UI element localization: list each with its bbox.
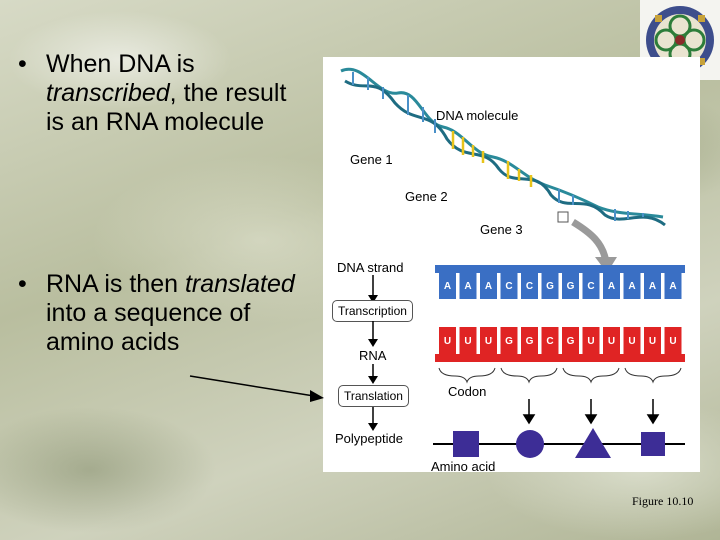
bullet-transcription: • When DNA is transcribed, the result is… (18, 50, 308, 137)
bullet-lead: When DNA is (46, 50, 195, 78)
rna-base (480, 327, 497, 355)
rna-base (500, 327, 518, 355)
dna-base-letter: C (587, 281, 594, 292)
translation-box: Translation (338, 385, 409, 407)
rna-base (603, 327, 620, 355)
bullet-emphasis: transcribed (46, 79, 170, 107)
dna-base-letter: A (464, 281, 471, 292)
amino-acid-label: Amino acid (431, 459, 496, 474)
rna-base (582, 327, 600, 355)
dna-molecule-label: DNA molecule (436, 108, 519, 123)
dna-base (500, 271, 518, 299)
dna-base (664, 271, 682, 299)
transcription-box: Transcription (332, 300, 413, 322)
rna-base-letter: U (608, 336, 615, 347)
amino-acid-circle (516, 430, 544, 458)
dna-strand-label: DNA strand (337, 260, 404, 275)
rna-base (459, 327, 477, 355)
dna-base (562, 271, 579, 299)
codon-brackets (438, 367, 682, 384)
flow-arrow-2 (368, 321, 378, 347)
dna-base-letter: A (669, 281, 676, 292)
rna-base-letter: U (669, 336, 676, 347)
flow-arrow-3 (368, 364, 378, 384)
bullet-glyph: • (18, 270, 27, 298)
gene3-label: Gene 3 (480, 222, 523, 237)
flow-arrow-4 (368, 407, 378, 431)
rna-base-letter: U (464, 336, 471, 347)
rna-base-letter: U (587, 336, 594, 347)
dna-base (582, 271, 600, 299)
dna-base-letter: G (567, 281, 575, 292)
rna-base (562, 327, 579, 355)
codon-to-amino-arrows (522, 399, 660, 425)
bullet-tail: , the result is an RNA molecule (46, 79, 287, 136)
pointer-arrow (189, 375, 324, 402)
dna-base (459, 271, 477, 299)
dna-base (439, 271, 456, 299)
dna-base-letter: A (649, 281, 656, 292)
polypeptide-label: Polypeptide (335, 431, 403, 446)
amino-acid-square (641, 432, 665, 456)
rna-base (439, 327, 456, 355)
dna-base-letter: C (505, 281, 512, 292)
dna-base-letter: G (546, 281, 554, 292)
dna-base-letter: A (485, 281, 492, 292)
dna-base-letter: A (444, 281, 451, 292)
dna-base (623, 271, 641, 299)
bullet-lead: RNA is then (46, 270, 179, 298)
dna-base (644, 271, 661, 299)
rna-base-letter: U (485, 336, 492, 347)
dna-base (480, 271, 497, 299)
dna-base (521, 271, 538, 299)
rna-base-letter: U (628, 336, 635, 347)
figure-caption: Figure 10.10 (632, 494, 694, 508)
gene2-label: Gene 2 (405, 189, 448, 204)
rna-label: RNA (359, 348, 387, 363)
rna-base (521, 327, 538, 355)
gene1-label: Gene 1 (350, 152, 393, 167)
flow-arrow-1 (368, 275, 378, 303)
amino-acid-triangle (575, 428, 611, 458)
polypeptide-chain (433, 428, 685, 458)
rna-base (644, 327, 661, 355)
rna-base-letter: C (546, 336, 553, 347)
rna-base-letter: G (526, 336, 534, 347)
rna-backbone (435, 354, 685, 362)
bullet-emphasis: translated (184, 270, 295, 298)
rna-base-letter: U (444, 336, 451, 347)
dna-base-letter: A (628, 281, 635, 292)
rna-base (541, 327, 559, 355)
rna-base (664, 327, 682, 355)
dna-backbone (435, 265, 685, 273)
dna-base-letter: A (608, 281, 615, 292)
rna-base (623, 327, 641, 355)
rna-base-letter: G (567, 336, 575, 347)
dna-base-letter: C (526, 281, 533, 292)
amino-acid-square (453, 431, 479, 457)
rna-base-letter: G (505, 336, 513, 347)
figure-panel: DNA molecule Gene 1 Gene 2 Gene 3 DNA st… (323, 57, 700, 474)
bullet-tail: into a sequence of amino acids (46, 299, 251, 356)
bullet-glyph: • (18, 50, 27, 78)
rna-base-letter: U (649, 336, 656, 347)
dna-base (603, 271, 620, 299)
codon-label: Codon (448, 384, 487, 399)
bullet-translation: • RNA is then translated into a sequence… (18, 270, 308, 357)
dna-base (541, 271, 559, 299)
